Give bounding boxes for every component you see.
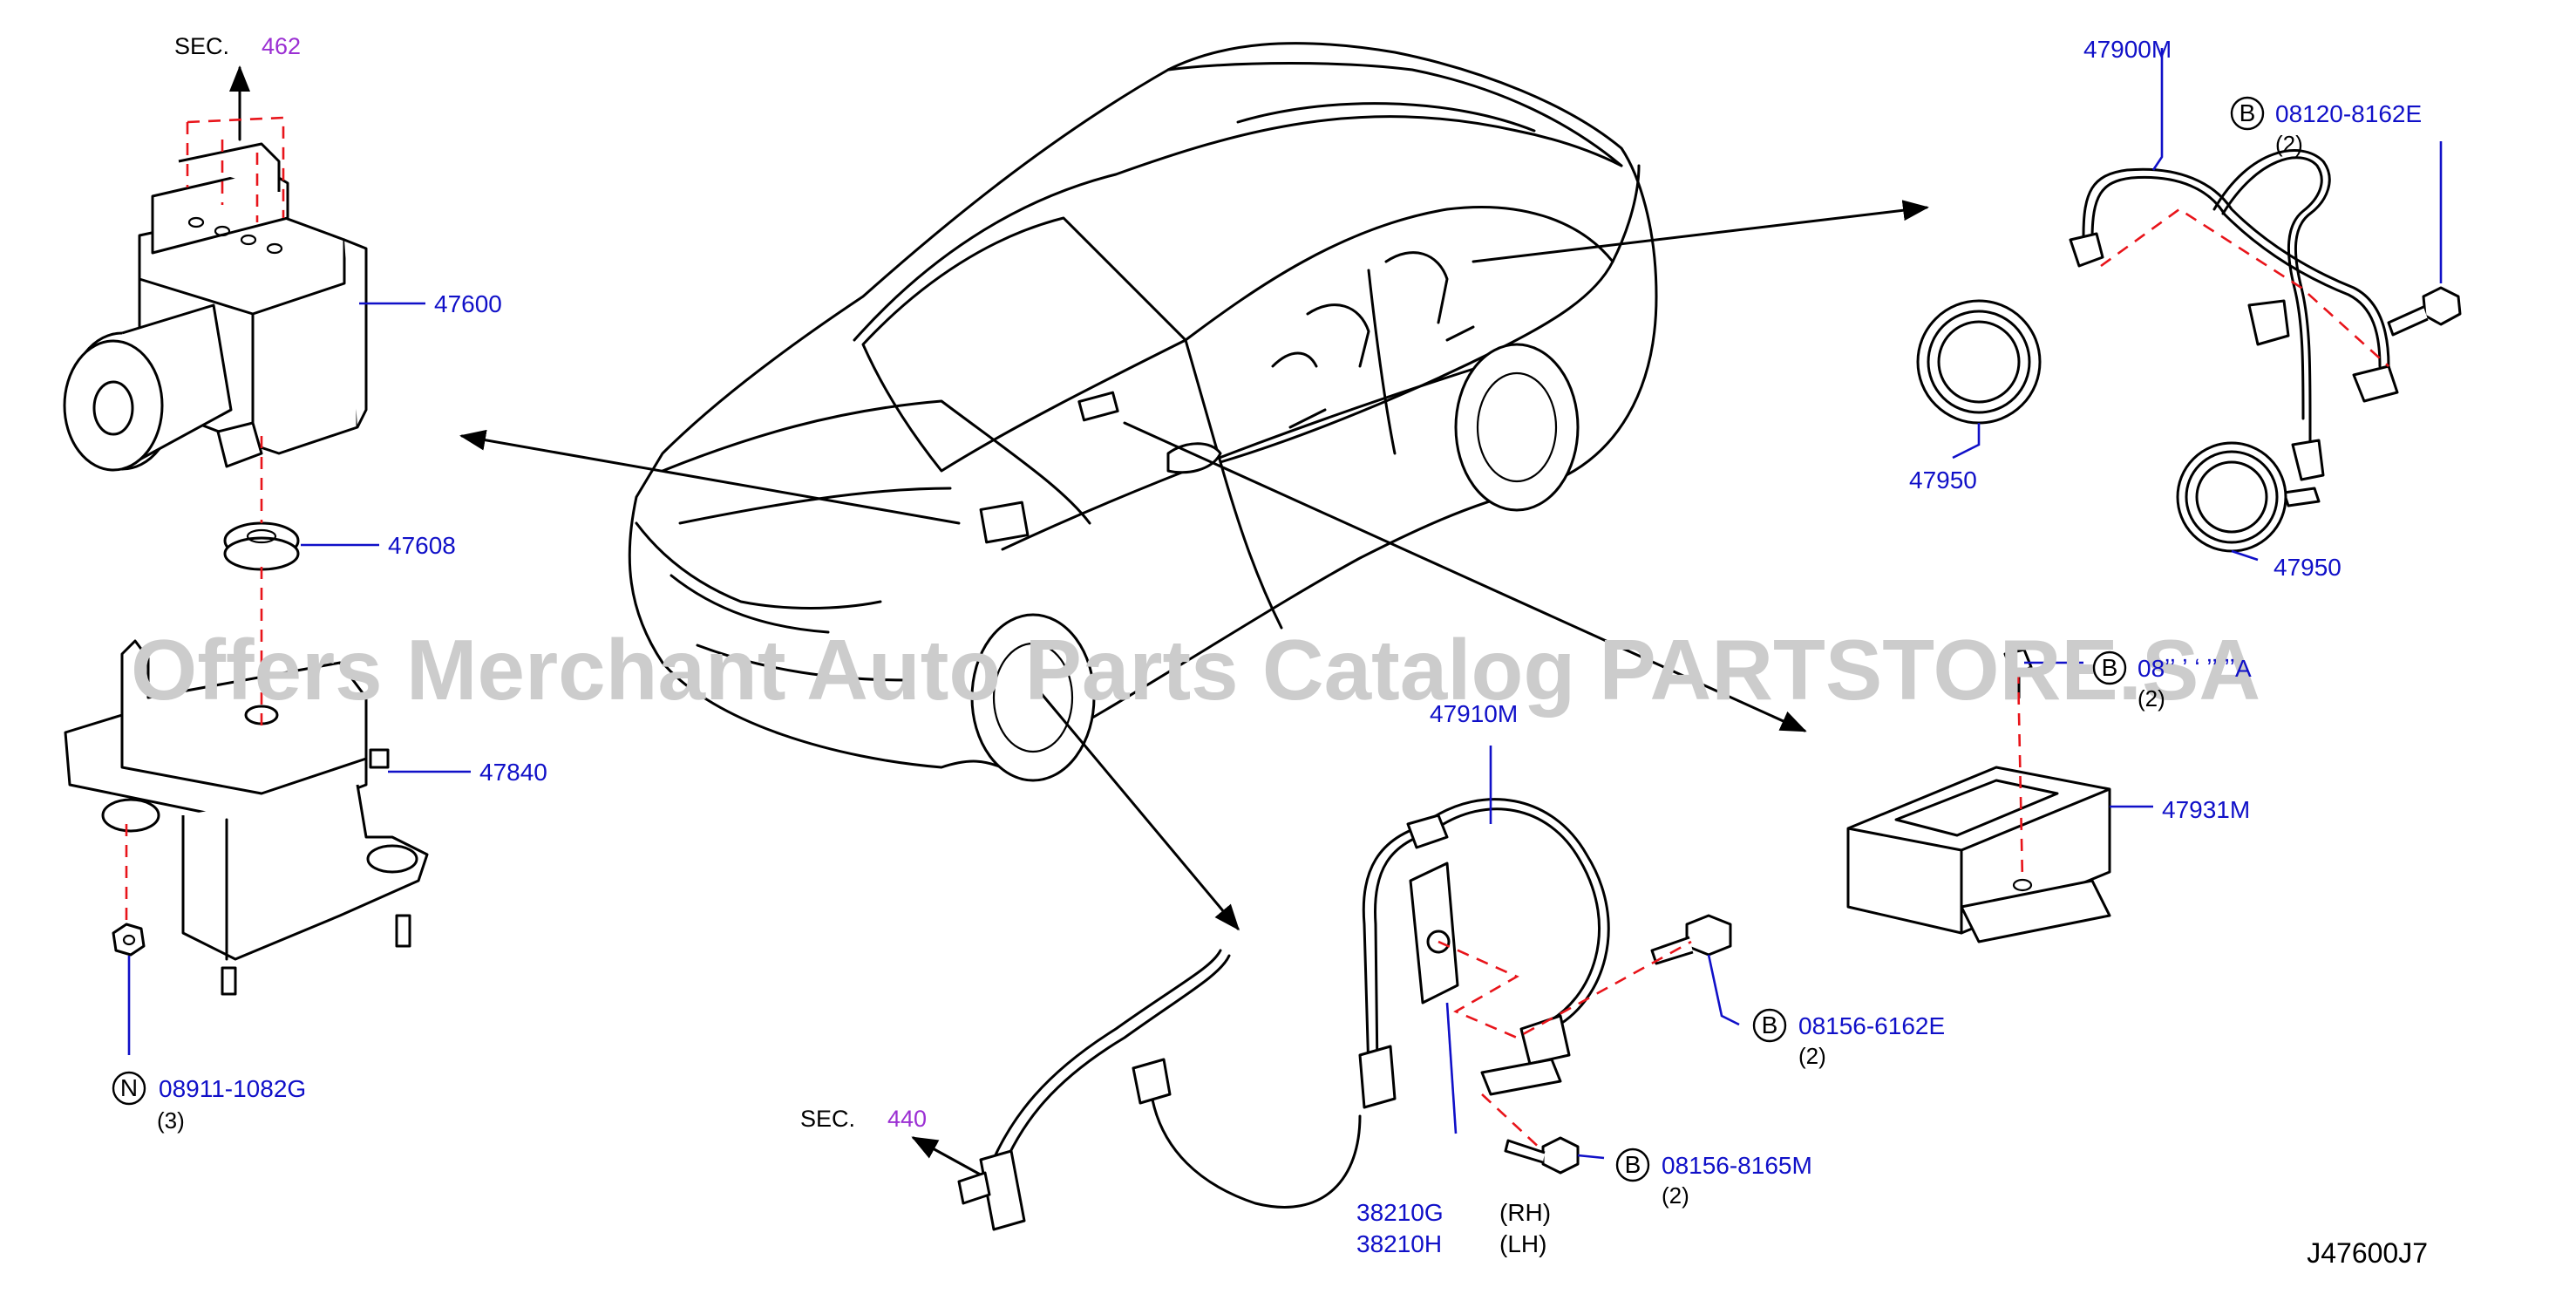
grommet-47608 [223,521,300,571]
fastener-symbol: B [2102,654,2118,681]
control-module-47931M [1846,648,2111,943]
part-number-8[interactable]: 08ʼʼ ʼ ʻ ʼʼ ʼʼA [2138,655,2252,682]
part-number-1[interactable]: 47608 [388,532,456,559]
part-number-12[interactable]: 08156-8165M [1662,1152,1812,1179]
part-number-14[interactable]: 38210H [1356,1230,1442,1257]
quantity-5: (2) [2275,131,2303,157]
label-leader-lines [127,48,2443,1160]
section-prefix-1: SEC. [800,1106,855,1132]
abs-actuator-assembly [63,142,368,472]
part-number-13[interactable]: 38210G [1356,1199,1444,1226]
callout-arrows [229,65,1929,1179]
fastener-symbol-circle [2092,650,2127,685]
quantity-11: (2) [1798,1043,1826,1069]
part-number-2[interactable]: 47840 [479,759,547,786]
assembly-dash-lines [125,116,2389,1152]
part-number-4[interactable]: 47900M [2083,36,2172,63]
dash-line-9 [1438,940,1692,1039]
part-number-5[interactable]: 08120-8162E [2275,100,2422,127]
dash-line-8 [2016,671,2024,882]
fastener-symbol: B [1762,1011,1778,1039]
dash-line-7 [2100,208,2389,367]
sensor-harness-47900M [2069,149,2462,507]
part-number-6[interactable]: 47950 [1909,467,1977,494]
part-number-9[interactable]: 47931M [2162,796,2250,823]
dash-line-0 [187,116,285,218]
leader-line-13 [1445,1002,1458,1134]
section-prefix-0: SEC. [174,33,229,59]
side-13: (RH) [1499,1199,1551,1226]
leader-line-7 [2231,549,2259,562]
section-number-0[interactable]: 462 [262,33,301,59]
fastener-symbol-circle [1752,1008,1787,1043]
front-wheel-sensor-47910M [957,798,1732,1231]
fastener-symbol-circle [1615,1148,1650,1182]
fastener-symbol-circle [2230,96,2265,131]
part-number-7[interactable]: 47950 [2274,554,2342,581]
part-number-11[interactable]: 08156-6162E [1798,1012,1945,1039]
side-14: (LH) [1499,1230,1546,1257]
fastener-symbol: B [1625,1151,1641,1178]
dash-line-10 [1481,1093,1544,1152]
quantity-8: (2) [2138,685,2165,712]
part-labels: 47600 47608 47840 08911-1082G N (3) 47900M 0812… [112,33,2422,1257]
fastener-symbol: B [2240,99,2256,126]
leader-line-11 [1707,954,1740,1026]
leader-line-4 [2151,48,2164,171]
diagram-code: J47600J7 [2307,1237,2428,1269]
bracket-47840 [64,639,429,996]
fastener-symbol: N [120,1074,138,1101]
section-number-1[interactable]: 440 [887,1106,927,1132]
part-number-0[interactable]: 47600 [434,290,502,317]
quantity-3: (3) [157,1107,185,1134]
part-number-3[interactable]: 08911-1082G [159,1075,306,1102]
leader-line-6 [1952,423,1981,460]
sensor-rotors-47950 [1916,299,2287,553]
leader-line-12 [1577,1154,1605,1160]
watermark-text: Offers Merchant Auto Parts Catalog PARTS… [131,622,2260,718]
part-number-10[interactable]: 47910M [1430,700,1518,727]
fastener-symbol-circle [112,1071,146,1106]
quantity-12: (2) [1662,1182,1689,1209]
